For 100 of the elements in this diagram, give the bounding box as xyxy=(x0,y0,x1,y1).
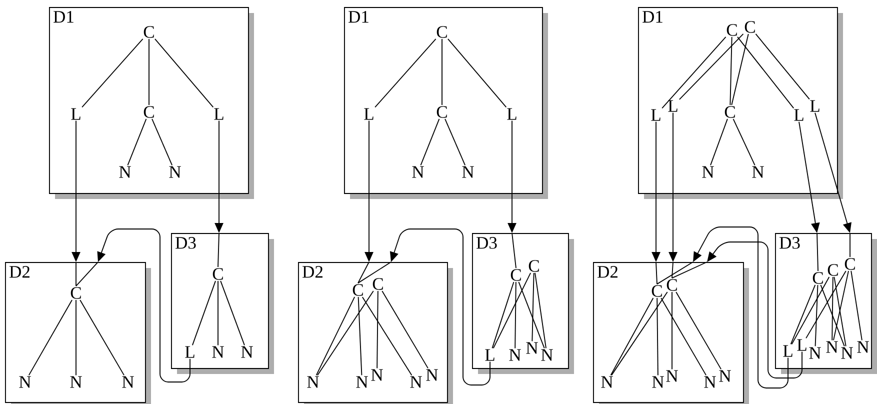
tree-line xyxy=(790,284,816,345)
arrow xyxy=(693,226,788,388)
tree-letter: C xyxy=(212,268,223,280)
tree-letter: C xyxy=(144,106,154,118)
tree-letter: N xyxy=(371,369,383,381)
tree-line xyxy=(660,298,707,376)
tree-letter: N xyxy=(19,376,31,388)
tree-line xyxy=(814,284,818,347)
tree-line xyxy=(492,272,532,349)
tree-line xyxy=(447,38,507,108)
tree-line xyxy=(834,276,846,347)
tree-letter: C xyxy=(666,279,677,291)
tree-letter: N xyxy=(702,166,714,178)
link-line xyxy=(672,262,708,279)
tree-letter: N xyxy=(169,166,181,178)
tree-line xyxy=(127,118,147,166)
link-line xyxy=(358,262,370,284)
link-line xyxy=(218,232,220,268)
tree-line xyxy=(731,34,749,106)
link-line xyxy=(358,262,392,284)
tree-line xyxy=(678,34,744,100)
tree-letter: N xyxy=(809,347,821,359)
tree-line xyxy=(317,290,374,376)
link-line xyxy=(672,262,674,279)
tree-letter: L xyxy=(797,339,806,351)
tree-letter: C xyxy=(436,26,447,38)
tree-line xyxy=(80,300,124,376)
tree-letter: C xyxy=(436,106,447,118)
tree-letter: N xyxy=(666,370,678,382)
tree-line xyxy=(82,38,144,108)
tree-letter: C xyxy=(144,26,154,38)
tree-line xyxy=(662,36,726,109)
tree-letter: N xyxy=(826,341,838,353)
tree-line xyxy=(374,38,436,108)
link-line xyxy=(76,262,98,287)
tree-letter: C xyxy=(744,21,755,33)
tree-letter: C xyxy=(844,258,855,270)
tree-letter: N xyxy=(752,166,764,178)
tree-letter: N xyxy=(841,347,853,359)
tree-line xyxy=(192,280,216,346)
tree-line xyxy=(611,292,668,376)
tree-line xyxy=(220,280,245,346)
tree-letter: L xyxy=(485,349,494,361)
tree-letter: C xyxy=(726,24,737,36)
tree-letter: L xyxy=(810,100,820,112)
tree-letter: L xyxy=(794,109,804,121)
tree-letter: L xyxy=(364,108,374,120)
tree-letter: N xyxy=(719,370,731,382)
tree-letter: C xyxy=(812,272,823,284)
tree-line xyxy=(382,290,428,369)
tree-letter: N xyxy=(857,341,869,353)
tree-letter: N xyxy=(526,342,538,354)
tree-line xyxy=(737,36,794,109)
tree-line xyxy=(832,276,834,341)
tree-letter: L xyxy=(507,108,516,120)
tree-letter: N xyxy=(509,349,521,361)
tree-letter: N xyxy=(601,376,613,388)
tree-letter: N xyxy=(652,376,664,388)
tree-letter: N xyxy=(307,376,319,388)
tree-letter: N xyxy=(462,166,474,178)
arrow xyxy=(97,228,190,382)
tree-letter: L xyxy=(214,108,224,120)
tree-letter: N xyxy=(356,376,368,388)
tree-letter: L xyxy=(783,345,792,357)
tree-line xyxy=(755,34,810,100)
tree-line xyxy=(518,282,545,349)
tree-line xyxy=(152,118,173,166)
tree-line xyxy=(656,298,658,376)
tree-line xyxy=(820,284,845,347)
tree-line xyxy=(358,296,362,376)
tree-letter: L xyxy=(185,346,194,358)
tree-line xyxy=(833,270,849,341)
tree-line xyxy=(610,298,654,376)
tree-letter: N xyxy=(212,346,224,358)
arrow xyxy=(707,242,802,378)
tree-line xyxy=(710,118,728,166)
tree-line xyxy=(492,282,514,349)
tree-line xyxy=(514,282,516,349)
tree-letter: C xyxy=(372,278,383,290)
tree-line xyxy=(850,270,862,341)
tree-line xyxy=(376,290,378,369)
tree-letter: N xyxy=(426,369,438,381)
tree-letter: C xyxy=(828,264,838,276)
tree-letter: C xyxy=(652,285,662,297)
tree-line xyxy=(316,296,356,376)
tree-letter: C xyxy=(510,269,521,281)
tree-line xyxy=(362,296,412,376)
tree-line xyxy=(532,272,534,342)
tree-letter: N xyxy=(241,346,253,358)
tree-line xyxy=(420,118,440,166)
tree-letter: N xyxy=(704,376,716,388)
tree-line xyxy=(154,38,214,108)
tree-line xyxy=(791,276,830,345)
tree-letter: C xyxy=(528,260,539,272)
tree-line xyxy=(148,38,150,106)
link-line xyxy=(656,262,694,285)
link-line xyxy=(512,232,516,269)
tree-line xyxy=(806,270,846,339)
link-line xyxy=(656,262,658,285)
tree-letter: L xyxy=(651,109,660,121)
